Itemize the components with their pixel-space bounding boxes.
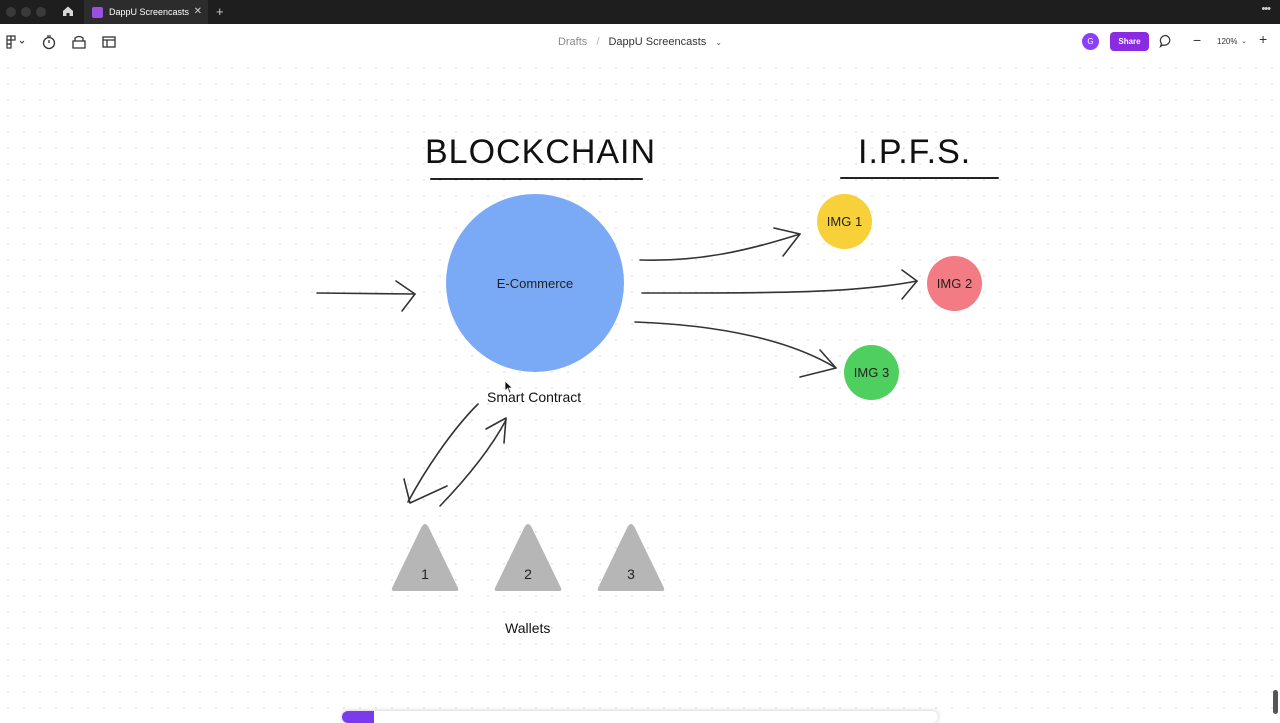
wallet-3[interactable]: 3 — [596, 522, 666, 592]
arrow-into-contract — [316, 292, 416, 295]
chevron-down-icon[interactable]: ⌄ — [715, 38, 723, 47]
breadcrumb-separator: / — [596, 36, 600, 48]
avatar[interactable]: G — [1082, 33, 1099, 50]
zoom-out-button[interactable]: − — [1193, 32, 1202, 48]
zoom-in-button[interactable]: + — [1259, 31, 1268, 47]
wallet-2-label: 2 — [524, 566, 532, 582]
bottom-toolbar-active-tool[interactable] — [342, 711, 374, 723]
title-bar: DappU Screencasts ✕ + ••• — [0, 0, 1280, 24]
toolbar: Drafts / DappU Screencasts ⌄ G Share − 1… — [0, 24, 1280, 60]
arrow-to-img2-head — [901, 269, 918, 300]
bottom-toolbar[interactable] — [342, 711, 938, 723]
arrow-wallet-to-contract — [439, 419, 507, 507]
wallet-1[interactable]: 1 — [390, 522, 460, 592]
minimize-window-dot[interactable] — [21, 7, 31, 17]
wallets-label: Wallets — [505, 620, 551, 636]
assets-icon[interactable] — [71, 34, 87, 50]
arrow-contract-to-wallet — [407, 403, 479, 503]
tab-label: DappU Screencasts — [109, 7, 190, 17]
layout-icon[interactable] — [101, 34, 117, 50]
close-icon[interactable]: ✕ — [193, 6, 202, 17]
home-icon[interactable] — [61, 5, 75, 19]
arrow-into-contract-head — [395, 280, 416, 312]
img-1-node[interactable]: IMG 1 — [817, 194, 872, 249]
figma-menu-icon[interactable] — [6, 34, 25, 50]
img-3-node[interactable]: IMG 3 — [844, 345, 899, 400]
arrow-to-img2 — [641, 280, 918, 294]
img-2-node[interactable]: IMG 2 — [927, 256, 982, 311]
arrow-to-img3 — [634, 321, 837, 369]
blockchain-heading: BLOCKCHAIN — [425, 133, 657, 171]
breadcrumb-drafts[interactable]: Drafts — [557, 36, 588, 48]
ipfs-underline — [840, 177, 999, 179]
canvas[interactable] — [0, 60, 1280, 720]
arrow-to-img1 — [639, 233, 801, 262]
vertical-scrollbar[interactable] — [1273, 690, 1278, 714]
arrow-to-img3-head — [799, 349, 837, 378]
arrow-to-img1-head — [773, 227, 801, 257]
ipfs-heading: I.P.F.S. — [858, 133, 972, 171]
wallet-3-label: 3 — [627, 566, 635, 582]
e-commerce-label: E-Commerce — [496, 275, 574, 291]
tab-dappu-screencasts[interactable]: DappU Screencasts ✕ — [84, 0, 208, 24]
new-tab-button[interactable]: + — [216, 4, 224, 19]
img-2-label: IMG 2 — [936, 276, 973, 291]
timer-icon[interactable] — [41, 34, 57, 50]
wallet-1-label: 1 — [421, 566, 429, 582]
close-window-dot[interactable] — [6, 7, 16, 17]
zoom-level[interactable]: 120% — [1217, 37, 1238, 46]
chevron-down-icon[interactable]: ⌄ — [1241, 38, 1247, 45]
img-3-label: IMG 3 — [853, 365, 890, 380]
breadcrumb: Drafts / DappU Screencasts ⌄ — [0, 36, 1280, 48]
file-icon — [92, 6, 103, 18]
more-options-icon[interactable]: ••• — [1261, 3, 1271, 15]
file-name[interactable]: DappU Screencasts — [608, 36, 707, 48]
img-1-label: IMG 1 — [826, 214, 863, 229]
smart-contract-label: Smart Contract — [487, 389, 582, 405]
maximize-window-dot[interactable] — [36, 7, 46, 17]
arrow-wallet-to-contract-head — [485, 417, 507, 444]
e-commerce-node[interactable]: E-Commerce — [446, 194, 624, 372]
blockchain-underline — [430, 178, 643, 180]
cursor-icon — [504, 380, 514, 394]
comment-icon[interactable] — [1159, 34, 1173, 49]
wallet-2[interactable]: 2 — [493, 522, 563, 592]
share-button[interactable]: Share — [1110, 32, 1149, 51]
arrow-contract-to-wallet-head — [403, 478, 448, 504]
